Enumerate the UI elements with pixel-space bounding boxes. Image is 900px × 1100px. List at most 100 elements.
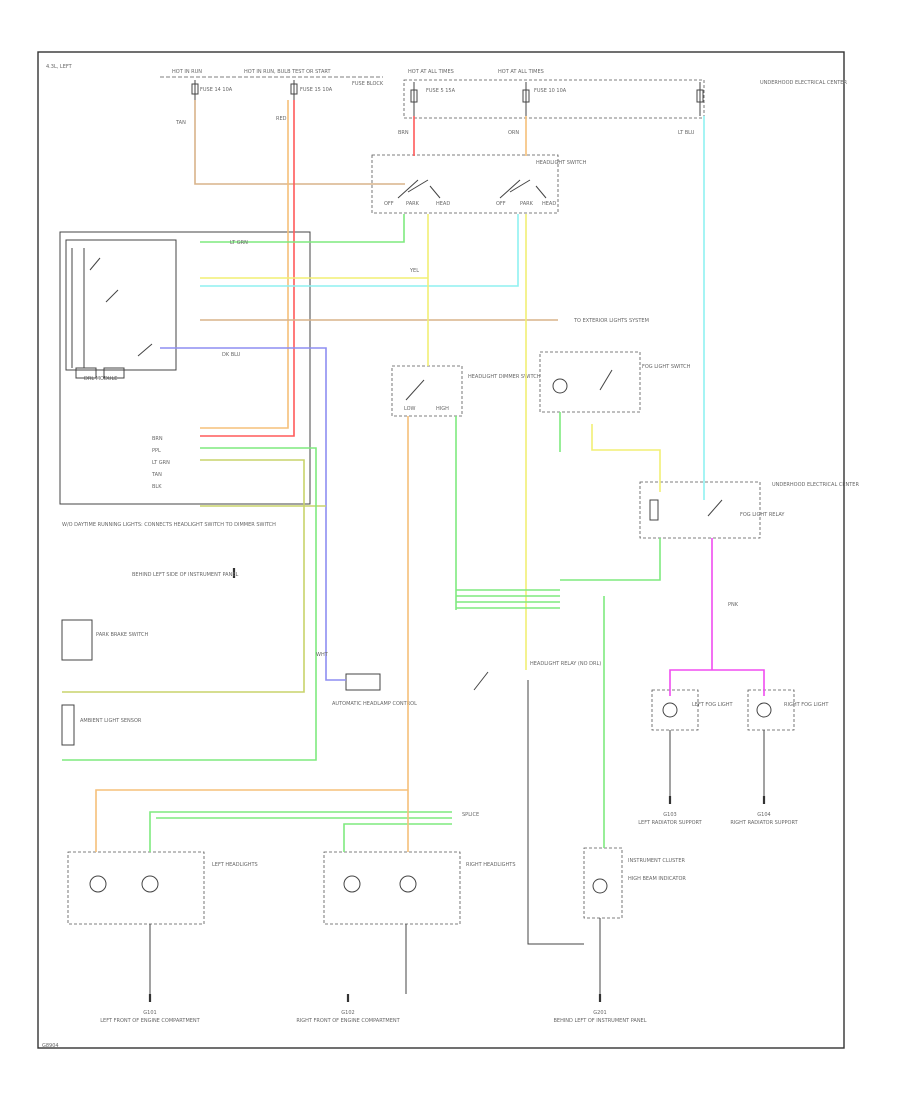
g102-location: RIGHT FRONT OF ENGINE COMPARTMENT [296, 1018, 400, 1024]
g201-location: BEHIND LEFT OF INSTRUMENT PANEL [553, 1018, 646, 1024]
left-fog-label: LEFT FOG LIGHT [692, 702, 734, 708]
dimmer-high: HIGH [436, 406, 449, 412]
drl-module-label: DRL MODULE [84, 376, 117, 382]
headlight-switch-contacts [397, 179, 547, 199]
wire-label-ltgrn: LT GRN [230, 240, 248, 246]
drl-pin-5: BLK [152, 484, 162, 490]
drl-module-inner [65, 239, 177, 371]
wire-label-yel: YEL [409, 268, 419, 274]
dimmer-label: HEADLIGHT DIMMER SWITCH [468, 374, 541, 380]
hi-beam-label: HIGH BEAM INDICATOR [628, 876, 686, 882]
footer-code: G8904 [42, 1043, 59, 1049]
ambient-sensor [61, 704, 75, 746]
wire-orn-left-hl [95, 789, 408, 852]
drl-pin-1: BRN [152, 436, 163, 442]
wire-dkblu [160, 347, 346, 681]
hi-beam-indicator-bulb [592, 878, 608, 894]
left-fog-box [651, 689, 699, 731]
behind-left-label: BEHIND LEFT SIDE OF INSTRUMENT PANEL [132, 572, 238, 578]
wire-ltgrn-hl-1 [149, 811, 452, 852]
g103-location: LEFT RADIATOR SUPPORT [638, 820, 702, 826]
hot-all-times2-label: HOT AT ALL TIMES [498, 69, 544, 75]
right-headlight-low-bulb [343, 875, 361, 893]
hot-run-label: HOT IN RUN [172, 69, 202, 75]
wire-ltgrn-relay [560, 538, 661, 581]
dimmer-low: LOW [404, 406, 416, 412]
underhood-box [403, 79, 705, 119]
left-headlight-high-bulb [141, 875, 159, 893]
hl-off-label: OFF [384, 201, 394, 207]
left-headlight-low-bulb [89, 875, 107, 893]
wire-label-pnk: PNK [728, 602, 739, 608]
wire-yel-fog [591, 424, 661, 492]
right-fog-label: RIGHT FOG LIGHT [784, 702, 829, 708]
wire-label-wht: WHT [316, 652, 329, 658]
wire-label-ltblu: LT BLU [678, 130, 695, 136]
g103-label: G103 [663, 812, 676, 818]
diagram-frame [37, 51, 845, 1049]
g101-label: G101 [143, 1010, 156, 1016]
right-headlight-label: RIGHT HEADLIGHTS [466, 862, 516, 868]
wire-ltblu-hl [200, 214, 519, 287]
hot-all-times-label: HOT AT ALL TIMES [408, 69, 454, 75]
to-exterior-label: TO EXTERIOR LIGHTS SYSTEM [573, 318, 649, 324]
fuse-a-label: FUSE 14 10A [200, 87, 233, 93]
wire-orange-fuse [200, 100, 289, 429]
hl-park2-label: PARK [520, 201, 534, 207]
fuse-c-label: FUSE 5 15A [426, 88, 456, 94]
wire-ltgrn-hl-3 [343, 823, 452, 852]
fog-relay-coil [649, 499, 659, 521]
fog-relay-label: UNDERHOOD ELECTRICAL CENTER [772, 482, 859, 488]
corner-tag: 4.3L, LEFT [46, 64, 73, 70]
right-fog-bulb [756, 702, 772, 718]
left-headlight-label: LEFT HEADLIGHTS [212, 862, 258, 868]
right-headlight-box [323, 851, 461, 925]
fog-relay2-label: FOG LIGHT RELAY [740, 512, 785, 518]
hl-switch-label: HEADLIGHT SWITCH [536, 160, 587, 166]
splice-label: SPLICE [462, 812, 479, 818]
drl-pin-3: LT GRN [152, 460, 170, 466]
wire-olive-ambient [62, 459, 305, 693]
wire-label-red: RED [276, 116, 287, 122]
right-fog-box [747, 689, 795, 731]
hl-head2-label: HEAD [542, 201, 556, 207]
g102-label: G102 [341, 1010, 354, 1016]
wire-label-orn: ORN [508, 130, 519, 136]
park-brake-label: PARK BRAKE SWITCH [96, 632, 148, 638]
fuse-d-icon [522, 82, 530, 116]
drl-relay-contacts [71, 248, 153, 379]
g201-label: G201 [593, 1010, 606, 1016]
headlamp-relay-contact [473, 671, 489, 691]
fuse-a-icon [191, 80, 199, 100]
hl-off2-label: OFF [496, 201, 506, 207]
wire-ltgrn-hl [200, 214, 405, 243]
fuse-b-icon [290, 80, 298, 100]
fuse-d-label: FUSE 10 10A [534, 88, 567, 94]
headlight-switch-box [371, 154, 559, 214]
instrument-cluster-label: INSTRUMENT CLUSTER [628, 858, 686, 864]
left-fog-bulb [662, 702, 678, 718]
wire-tan-fuse [194, 100, 405, 185]
fog-switch-box [539, 351, 641, 413]
wire-harness [62, 100, 765, 852]
dlr-note: W/O DAYTIME RUNNING LIGHTS: CONNECTS HEA… [62, 522, 276, 528]
wire-label-brn: BRN [398, 130, 409, 136]
dimmer-switch-contact [405, 379, 425, 401]
g104-location: RIGHT RADIATOR SUPPORT [730, 820, 798, 826]
ambient-label: AMBIENT LIGHT SENSOR [80, 718, 142, 724]
wire-red-fuse [200, 100, 295, 437]
fog-switch-contact [599, 369, 613, 391]
auto-headlamp-label: AUTOMATIC HEADLAMP CONTROL [332, 701, 417, 707]
park-brake-switch [61, 619, 93, 661]
wire-label-dkblu: DK BLU [222, 352, 241, 358]
drl-pin-2: PPL [152, 448, 161, 454]
g104-label: G104 [757, 812, 770, 818]
headlamp-relay-label: HEADLIGHT RELAY (NO DRL) [530, 661, 601, 667]
dimmer-switch-box [391, 365, 463, 417]
fog-relay-contact [707, 499, 723, 517]
wire-pnk-fog [669, 538, 765, 696]
fuse-c-icon [410, 82, 418, 116]
left-headlight-box [67, 851, 205, 925]
drl-module-box [59, 231, 311, 505]
fog-indicator-bulb [552, 378, 568, 394]
